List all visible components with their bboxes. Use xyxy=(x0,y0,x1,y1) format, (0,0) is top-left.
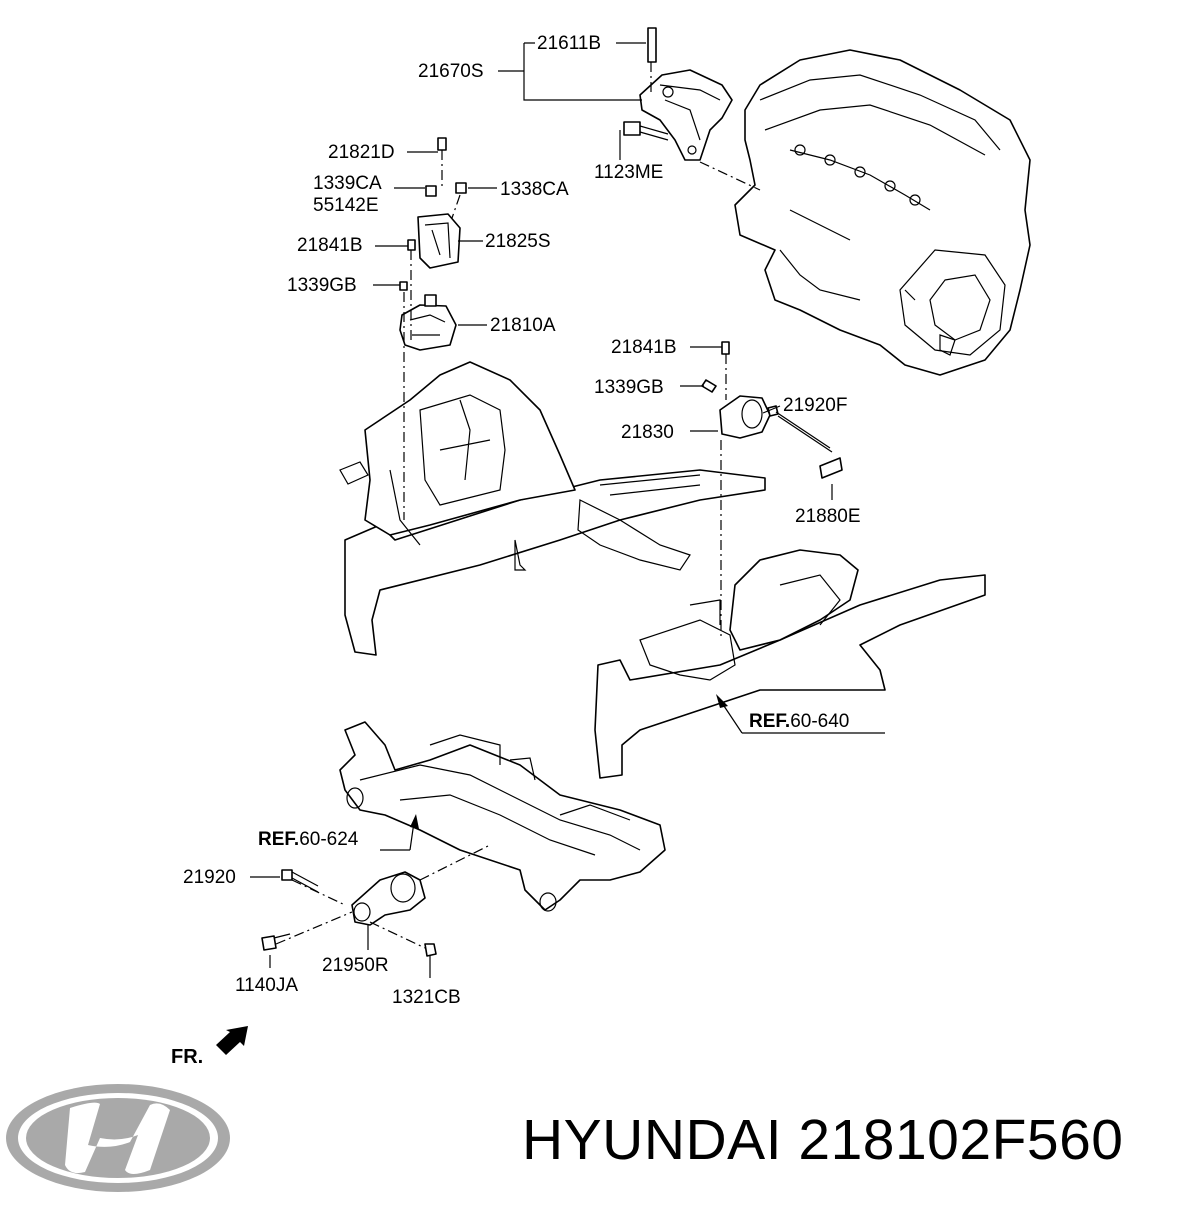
leader-lines xyxy=(250,42,885,978)
part-label-21950r: 21950R xyxy=(322,955,389,976)
part-label-1339gb-lower: 1339GB xyxy=(594,377,664,398)
part-label-21920: 21920 xyxy=(183,867,236,888)
part-label-21841b-upper: 21841B xyxy=(297,235,363,256)
ref-prefix-60-624: REF. xyxy=(258,829,300,850)
ref-number-60-640: 60-640 xyxy=(790,711,850,732)
part-label-1123me: 1123ME xyxy=(594,162,664,183)
part-label-21830: 21830 xyxy=(621,422,674,443)
subframe xyxy=(339,721,666,912)
part-label-21880e: 21880E xyxy=(795,506,861,527)
ref-number-60-624: 60-624 xyxy=(299,829,359,850)
front-marker-label: FR. xyxy=(171,1046,204,1068)
upper-bracket xyxy=(623,27,733,161)
part-label-1339gb-upper: 1339GB xyxy=(287,275,357,296)
part-label-1321cb: 1321CB xyxy=(392,987,461,1008)
ref-label-60-624: REF.60-624 xyxy=(258,830,358,849)
front-arrow-icon xyxy=(216,1026,248,1055)
part-label-55142e: 55142E xyxy=(313,195,379,216)
centerlines xyxy=(275,62,761,949)
part-label-1338ca: 1338CA xyxy=(500,179,569,200)
part-label-21670s: 21670S xyxy=(418,61,484,82)
left-mount-stack xyxy=(399,137,467,351)
part-label-21825s: 21825S xyxy=(485,231,551,252)
part-label-21611b: 21611B xyxy=(537,33,602,54)
hyundai-logo-icon xyxy=(6,1084,230,1192)
part-label-21821d: 21821D xyxy=(328,142,395,163)
part-label-21841b-lower: 21841B xyxy=(611,337,677,358)
ref-prefix-60-640: REF. xyxy=(749,711,791,732)
ref-label-60-640: REF.60-640 xyxy=(749,712,849,731)
right-side-member xyxy=(594,549,986,779)
engine-block xyxy=(734,49,1031,376)
part-label-21920f: 21920F xyxy=(783,395,848,416)
part-label-21810a: 21810A xyxy=(490,315,556,336)
part-number-caption: HYUNDAI 218102F560 xyxy=(522,1108,1124,1172)
left-side-member xyxy=(339,361,766,656)
part-label-1339ca: 1339CA xyxy=(313,173,382,194)
ref-arrows xyxy=(409,694,743,851)
roll-rod xyxy=(261,869,437,957)
part-label-1140ja: 1140JA xyxy=(235,975,299,996)
right-mount xyxy=(701,341,843,479)
